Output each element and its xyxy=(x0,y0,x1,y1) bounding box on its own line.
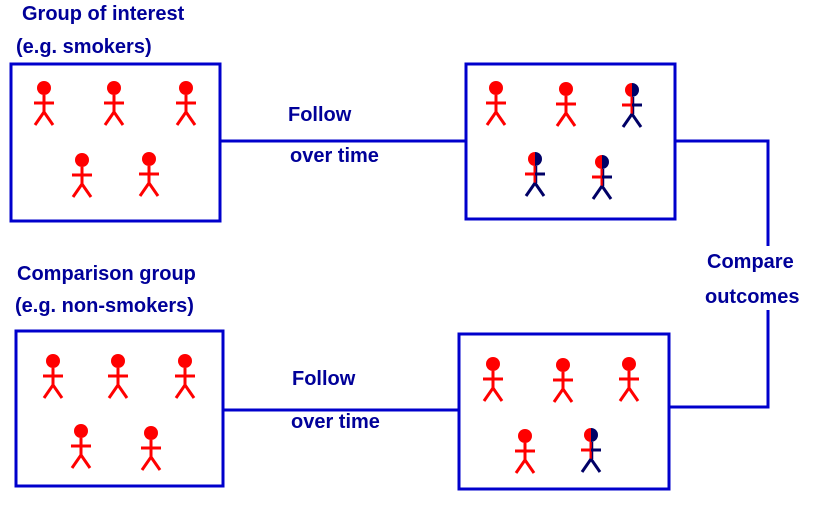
top-group-title: Group of interest xyxy=(22,3,185,25)
person-icon xyxy=(555,82,577,127)
person-icon xyxy=(482,357,504,402)
person-icon xyxy=(103,81,125,126)
person-icon xyxy=(175,81,197,126)
person-icon xyxy=(485,81,507,126)
person-icon xyxy=(618,357,640,402)
bottom-group-title: Comparison group xyxy=(17,263,196,285)
bottom-end-figures xyxy=(482,357,640,474)
top-end-figures xyxy=(485,81,643,200)
person-icon xyxy=(174,354,196,399)
compare-label: Compare xyxy=(707,251,794,273)
person-icon xyxy=(138,152,160,197)
top-start-figures xyxy=(33,81,197,198)
person-icon xyxy=(514,429,536,474)
person-outcome-icon xyxy=(580,428,602,473)
bottom-group-subtitle: (e.g. non-smokers) xyxy=(15,295,194,317)
top-follow-label: Follow xyxy=(288,104,352,126)
person-icon xyxy=(33,81,55,126)
person-outcome-icon xyxy=(591,155,613,200)
compare-connector-top xyxy=(675,139,770,246)
top-group-subtitle: (e.g. smokers) xyxy=(16,36,152,58)
top-over-time-label: over time xyxy=(290,145,379,167)
bottom-end-box xyxy=(457,332,671,491)
person-icon xyxy=(42,354,64,399)
bottom-over-time-label: over time xyxy=(291,411,380,433)
person-icon xyxy=(70,424,92,469)
compare-connector-bottom xyxy=(669,310,770,409)
person-icon xyxy=(552,358,574,403)
person-outcome-icon xyxy=(524,152,546,197)
person-outcome-icon xyxy=(621,83,643,128)
outcomes-label: outcomes xyxy=(705,286,800,308)
person-icon xyxy=(140,426,162,471)
bottom-follow-label: Follow xyxy=(292,368,356,390)
bottom-start-figures xyxy=(42,354,196,471)
person-icon xyxy=(71,153,93,198)
person-icon xyxy=(107,354,129,399)
